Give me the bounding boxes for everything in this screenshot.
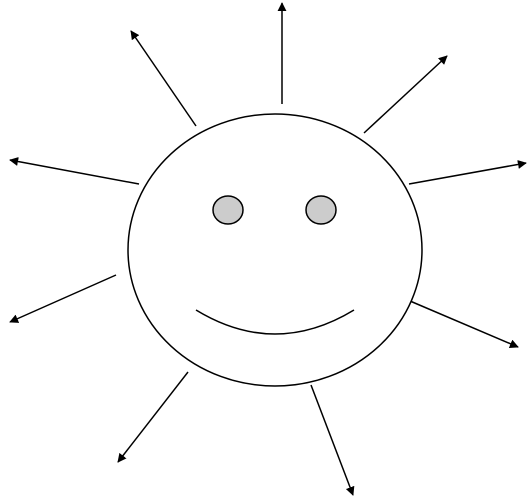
ray-arrow-top-left [131, 31, 196, 126]
ray-arrow-bottom-left [118, 372, 188, 462]
sun-face [128, 114, 422, 386]
ray-arrow-bottom-right [311, 385, 353, 495]
ray-arrow-lower-right [410, 301, 518, 347]
right-eye [306, 196, 336, 224]
ray-arrow-right [409, 163, 526, 184]
ray-arrow-left [10, 160, 139, 184]
ray-arrow-top-right [364, 56, 447, 133]
left-eye [213, 196, 243, 224]
ray-arrow-lower-left [10, 275, 116, 322]
